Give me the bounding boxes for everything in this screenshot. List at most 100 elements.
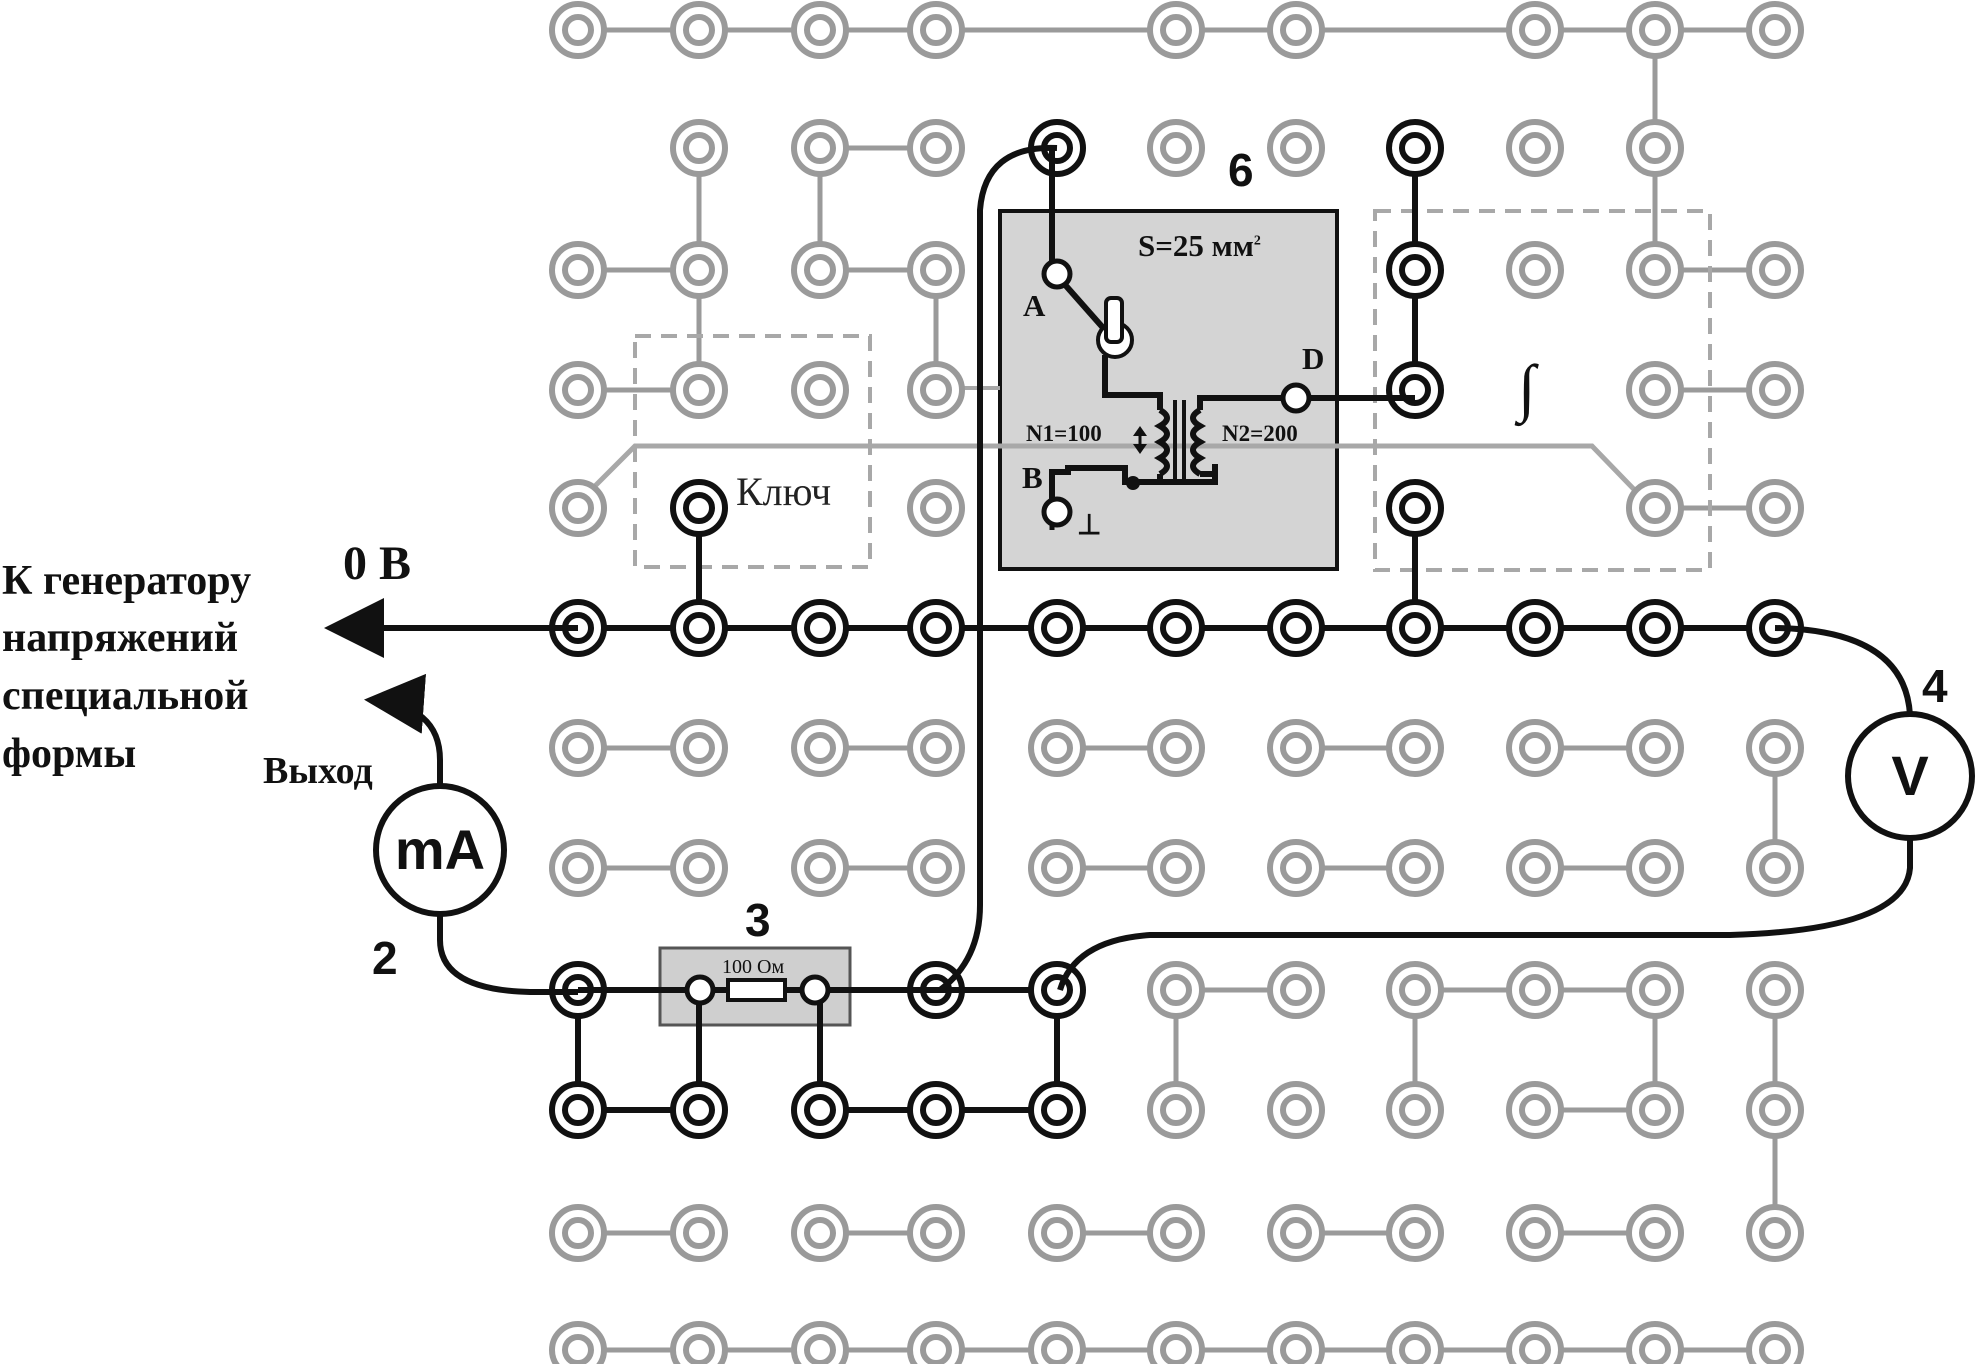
terminal[interactable] (1626, 1204, 1684, 1262)
terminal[interactable] (1506, 599, 1564, 657)
terminal[interactable] (549, 1081, 607, 1139)
terminal[interactable] (1386, 241, 1444, 299)
terminal[interactable] (1386, 479, 1444, 537)
terminal[interactable] (1626, 839, 1684, 897)
terminal[interactable] (907, 599, 965, 657)
terminal[interactable] (1028, 1321, 1086, 1364)
terminal[interactable] (1626, 961, 1684, 1019)
terminal[interactable] (670, 119, 728, 177)
terminal[interactable] (1028, 1081, 1086, 1139)
terminal[interactable] (1147, 119, 1205, 177)
terminal[interactable] (791, 361, 849, 419)
terminal[interactable] (1746, 1204, 1804, 1262)
terminal[interactable] (907, 241, 965, 299)
terminal[interactable] (670, 1204, 728, 1262)
terminal[interactable] (670, 839, 728, 897)
terminal[interactable] (1147, 1081, 1205, 1139)
terminal[interactable] (670, 361, 728, 419)
terminal[interactable] (907, 119, 965, 177)
terminal[interactable] (1267, 1204, 1325, 1262)
terminal[interactable] (1506, 839, 1564, 897)
terminal[interactable] (1267, 1, 1325, 59)
terminal[interactable] (1746, 839, 1804, 897)
terminal[interactable] (1267, 961, 1325, 1019)
terminal[interactable] (1386, 719, 1444, 777)
terminal[interactable] (791, 119, 849, 177)
terminal[interactable] (1147, 1204, 1205, 1262)
terminal[interactable] (1267, 719, 1325, 777)
terminal[interactable] (1028, 599, 1086, 657)
terminal[interactable] (1506, 119, 1564, 177)
terminal[interactable] (907, 719, 965, 777)
terminal[interactable] (1746, 241, 1804, 299)
terminal[interactable] (1626, 1, 1684, 59)
terminal[interactable] (1147, 1, 1205, 59)
terminal[interactable] (791, 839, 849, 897)
terminal[interactable] (1506, 1, 1564, 59)
terminal[interactable] (1746, 1321, 1804, 1364)
terminal[interactable] (1147, 719, 1205, 777)
terminal[interactable] (1267, 599, 1325, 657)
terminal[interactable] (1626, 361, 1684, 419)
terminal[interactable] (1386, 1081, 1444, 1139)
terminal[interactable] (1506, 1204, 1564, 1262)
terminal[interactable] (1386, 599, 1444, 657)
terminal[interactable] (907, 1204, 965, 1262)
terminal[interactable] (1746, 361, 1804, 419)
terminal[interactable] (907, 1, 965, 59)
terminal[interactable] (670, 241, 728, 299)
terminal[interactable] (1506, 1081, 1564, 1139)
terminal[interactable] (549, 1321, 607, 1364)
terminal[interactable] (791, 1081, 849, 1139)
terminal[interactable] (907, 1321, 965, 1364)
terminal[interactable] (1028, 719, 1086, 777)
terminal[interactable] (670, 1321, 728, 1364)
terminal[interactable] (1267, 119, 1325, 177)
terminal[interactable] (1746, 961, 1804, 1019)
terminal[interactable] (1506, 1321, 1564, 1364)
terminal[interactable] (1626, 119, 1684, 177)
terminal[interactable] (907, 1081, 965, 1139)
terminal[interactable] (1386, 119, 1444, 177)
terminal[interactable] (1626, 599, 1684, 657)
terminal[interactable] (907, 361, 965, 419)
terminal[interactable] (549, 1204, 607, 1262)
terminal[interactable] (1267, 1321, 1325, 1364)
terminal[interactable] (549, 719, 607, 777)
terminal[interactable] (1386, 961, 1444, 1019)
terminal[interactable] (1386, 1204, 1444, 1262)
terminal[interactable] (670, 599, 728, 657)
terminal[interactable] (549, 479, 607, 537)
terminal[interactable] (1386, 361, 1444, 419)
terminal[interactable] (1626, 1081, 1684, 1139)
terminal[interactable] (1028, 961, 1086, 1019)
terminal[interactable] (670, 719, 728, 777)
terminal[interactable] (1386, 1321, 1444, 1364)
terminal[interactable] (907, 839, 965, 897)
terminal[interactable] (1267, 1081, 1325, 1139)
terminal[interactable] (907, 479, 965, 537)
terminal[interactable] (791, 241, 849, 299)
terminal[interactable] (1147, 599, 1205, 657)
terminal[interactable] (1626, 1321, 1684, 1364)
terminal[interactable] (1626, 719, 1684, 777)
terminal[interactable] (549, 1, 607, 59)
terminal[interactable] (791, 599, 849, 657)
terminal[interactable] (1506, 241, 1564, 299)
terminal[interactable] (1028, 839, 1086, 897)
terminal[interactable] (1147, 839, 1205, 897)
terminal[interactable] (1506, 719, 1564, 777)
terminal[interactable] (1267, 839, 1325, 897)
terminal[interactable] (1147, 1321, 1205, 1364)
terminal[interactable] (1028, 1204, 1086, 1262)
terminal[interactable] (791, 1321, 849, 1364)
terminal[interactable] (1386, 839, 1444, 897)
terminal[interactable] (1746, 479, 1804, 537)
terminal[interactable] (791, 719, 849, 777)
terminal[interactable] (549, 241, 607, 299)
terminal[interactable] (549, 361, 607, 419)
terminal[interactable] (1746, 1, 1804, 59)
terminal[interactable] (549, 839, 607, 897)
terminal[interactable] (1506, 961, 1564, 1019)
terminal[interactable] (1626, 479, 1684, 537)
